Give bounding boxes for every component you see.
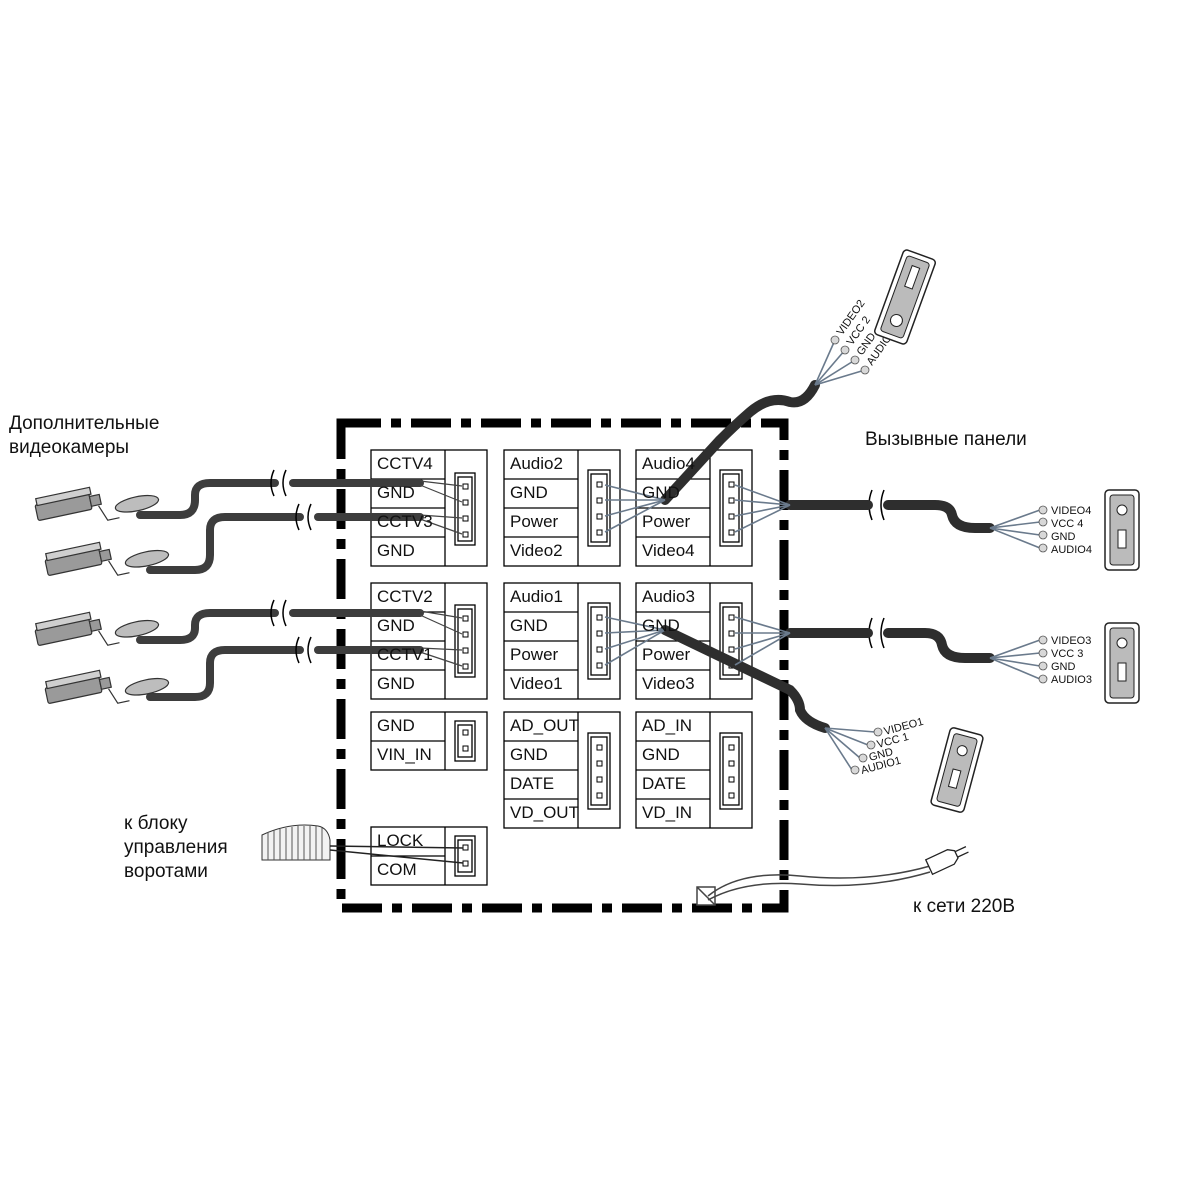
wire-ends [830, 335, 1048, 775]
terminal-row: Audio4 [642, 454, 695, 473]
terminal-row: GND [642, 745, 680, 764]
wire-label: AUDIO4 [1051, 544, 1092, 556]
terminal-row: GND [510, 483, 548, 502]
terminal-row: GND [642, 616, 680, 635]
wire-label: AUDIO3 [1051, 674, 1092, 686]
call-panel-2 [874, 249, 936, 345]
terminal-row: Video4 [642, 541, 695, 560]
panels-label: Вызывные панели [865, 429, 1027, 450]
terminal-row: Power [510, 645, 559, 664]
terminal-row: GND [377, 541, 415, 560]
terminal-row: GND [377, 483, 415, 502]
wire-label: VCC 4 [1051, 518, 1083, 530]
terminal-row: Video3 [642, 674, 695, 693]
connector-pins [462, 481, 735, 867]
gate-controller-icon [261, 824, 331, 861]
panel-fan-wires [604, 339, 1041, 771]
terminal-row: Power [510, 512, 559, 531]
terminal-row: LOCK [377, 831, 424, 850]
terminal-row: Video1 [510, 674, 563, 693]
terminal-row: Audio1 [510, 587, 563, 606]
connector-sockets [454, 469, 743, 877]
gate-wires [329, 845, 464, 864]
terminal-row: VD_IN [642, 803, 693, 822]
terminal-row: VIN_IN [377, 745, 432, 764]
cameras-label: Дополнительные видеокамеры [9, 413, 160, 458]
call-panel-1 [930, 727, 984, 813]
terminal-row: CCTV3 [377, 512, 433, 531]
terminal-row: AD_OUT [510, 716, 579, 735]
terminal-row: CCTV4 [377, 454, 433, 473]
wire-label: VCC 3 [1051, 648, 1083, 660]
terminal-row: DATE [510, 774, 555, 793]
terminal-row: GND [510, 745, 548, 764]
panel-cables [660, 380, 995, 733]
terminal-row: GND [642, 483, 680, 502]
wire-label: GND [1051, 661, 1076, 673]
camera-cables [136, 479, 424, 701]
terminal-row: DATE [642, 774, 687, 793]
mains-label: к сети 220В [913, 896, 1015, 917]
terminal-row: CCTV2 [377, 587, 433, 606]
terminal-row: GND [377, 716, 415, 735]
wire-label: VIDEO4 [1051, 505, 1091, 517]
terminal-row: GND [510, 616, 548, 635]
terminal-row: Power [642, 645, 691, 664]
terminal-row: Audio3 [642, 587, 695, 606]
terminal-row: Power [642, 512, 691, 531]
monitor-outline [336, 418, 789, 913]
cable-break-marks [270, 469, 885, 664]
terminal-frames [370, 449, 753, 886]
camera-icons [34, 486, 170, 704]
terminal-row: GND [377, 674, 415, 693]
call-panel-4 [1104, 489, 1140, 571]
terminal-row: Video2 [510, 541, 563, 560]
mains-cord [696, 865, 931, 906]
terminal-row: CCTV1 [377, 645, 433, 664]
call-panel-3 [1104, 622, 1140, 704]
camera-wire-tails [419, 480, 463, 667]
gate-label: к блоку управления воротами [124, 813, 228, 882]
terminal-row: AD_IN [642, 716, 693, 735]
terminal-row: VD_OUT [510, 803, 579, 822]
terminal-row: GND [377, 616, 415, 635]
terminal-row: Audio2 [510, 454, 563, 473]
wire-label: VIDEO3 [1051, 635, 1091, 647]
wire-label: GND [1051, 531, 1076, 543]
plug-icon [924, 846, 969, 876]
terminal-row: COM [377, 860, 417, 879]
